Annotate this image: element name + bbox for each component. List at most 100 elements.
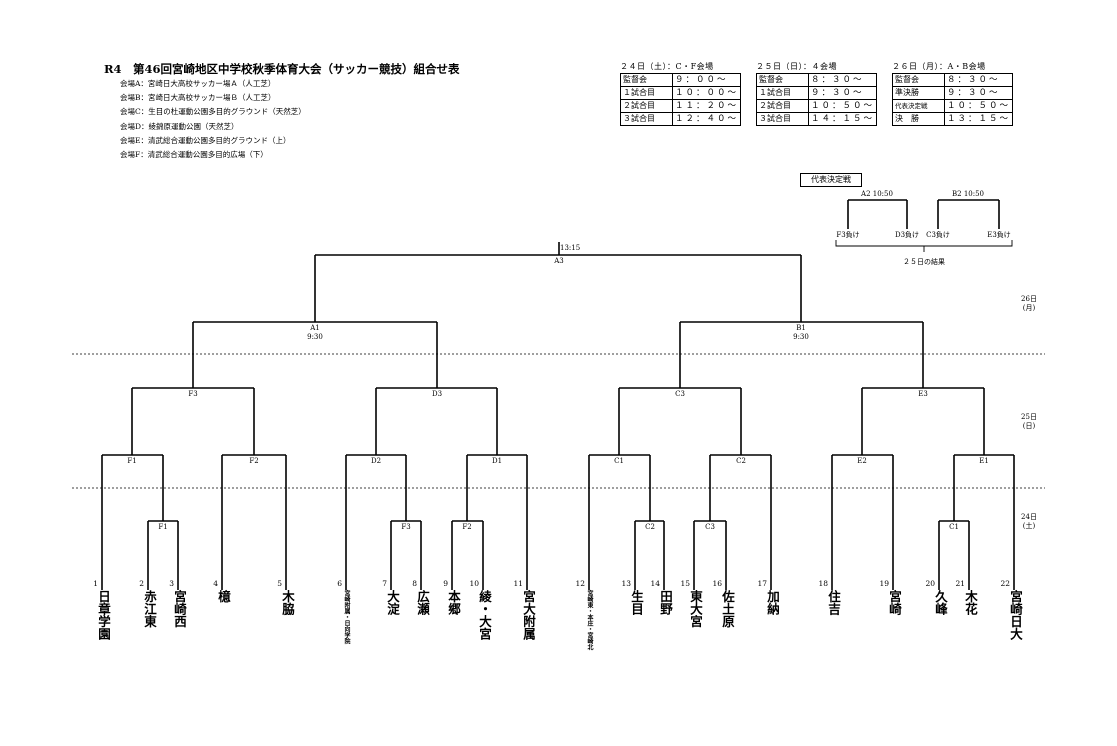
team-number: 11 — [513, 579, 523, 588]
round3-code: E3 — [918, 390, 928, 398]
venue-item: 会場B：宮崎日大高校サッカー場Ｂ（人工芝） — [120, 93, 276, 103]
team-name: 綾・大宮 — [477, 590, 492, 640]
round2-code: E2 — [857, 457, 867, 465]
round2-code: F2 — [249, 457, 258, 465]
playoff-match-a: A2 10:50 — [860, 190, 893, 198]
team-name: 宮崎東・本庄・宮崎北 — [586, 590, 593, 650]
playoff-slot: C3負け — [926, 230, 950, 239]
round2-code: C2 — [736, 457, 746, 465]
team-name: 日章学園 — [96, 590, 111, 640]
team-number: 4 — [213, 579, 218, 588]
team-number: 6 — [337, 579, 342, 588]
round1-code: F1 — [158, 523, 167, 531]
team-number: 20 — [925, 579, 935, 588]
day-separators — [72, 353, 1045, 489]
team-number: 8 — [412, 579, 417, 588]
team-name: 赤江東 — [142, 590, 157, 628]
round1-code: C2 — [645, 523, 655, 531]
day-label: 26日(月) — [1021, 295, 1037, 312]
playoff-match-b: B2 10:50 — [952, 190, 984, 198]
schedule-label: 決 勝 — [892, 112, 945, 126]
schedule-time: １３：１５～ — [943, 112, 1014, 126]
team-name: 加納 — [765, 590, 780, 615]
bracket-lines — [101, 199, 1015, 590]
team-name: 本郷 — [446, 590, 461, 615]
team-name: 佐土原 — [720, 590, 735, 628]
semi-time: 9:30 — [793, 333, 809, 341]
venue-list: 会場A：宮崎日大高校サッカー場Ａ（人工芝） 会場B：宮崎日大高校サッカー場Ｂ（人… — [120, 77, 306, 162]
final-code: A3 — [553, 257, 564, 265]
round2-code: D2 — [371, 457, 381, 465]
semi-code: A1 — [309, 324, 320, 332]
schedule-time: １４：１５～ — [807, 112, 878, 126]
team-number: 12 — [575, 579, 585, 588]
schedule-heading: ２５日（日）：４会場 — [756, 62, 837, 71]
playoff-title-box: 代表決定戦 — [800, 173, 862, 187]
team-number: 10 — [469, 579, 479, 588]
round1-code: C1 — [949, 523, 959, 531]
day-label: 24日(土) — [1021, 513, 1037, 530]
team-number: 13 — [621, 579, 631, 588]
team-number: 14 — [650, 579, 660, 588]
team-name: 大淀 — [385, 590, 400, 615]
playoff-note: ２５日の結果 — [903, 257, 945, 266]
schedule-heading: ２４日（土）：C・F会場 — [620, 62, 714, 71]
round1-code: F3 — [401, 523, 410, 531]
team-name: 宮崎 — [887, 590, 902, 615]
team-number: 19 — [879, 579, 889, 588]
team-name: 生目 — [629, 590, 644, 615]
team-number: 1 — [93, 579, 98, 588]
team-name: 宮大附属 — [521, 590, 536, 640]
team-number: 21 — [955, 579, 965, 588]
venue-item: 会場D：綾錦原運動公園（天然芝） — [120, 121, 239, 131]
round1-code: C3 — [705, 523, 715, 531]
team-number: 7 — [382, 579, 387, 588]
venue-item: 会場C：生目の杜運動公園多目的グラウンド（天然芝） — [120, 107, 306, 117]
team-number: 15 — [680, 579, 690, 588]
venue-item: 会場A：宮崎日大高校サッカー場Ａ（人工芝） — [120, 79, 276, 88]
playoff-brace — [835, 240, 1013, 252]
team-name: 木花 — [963, 590, 978, 615]
team-number: 18 — [818, 579, 828, 588]
team-number: 5 — [277, 579, 282, 588]
schedule-time: １２：４０～ — [671, 112, 742, 126]
round3-code: C3 — [675, 390, 685, 398]
team-name: 木脇 — [280, 590, 295, 615]
team-name: 宮崎西 — [172, 590, 187, 628]
round2-code: C1 — [614, 457, 624, 465]
team-number: 2 — [139, 579, 144, 588]
team-name: 広瀬 — [415, 590, 430, 615]
semi-time: 9:30 — [307, 333, 323, 341]
team-number: 17 — [757, 579, 767, 588]
round1-code: F2 — [462, 523, 471, 531]
team-name: 東大宮 — [688, 590, 703, 628]
round2-code: E1 — [979, 457, 989, 465]
playoff-slot: D3負け — [895, 230, 919, 239]
team-number: 22 — [1000, 579, 1010, 588]
final-time: 13:15 — [560, 244, 580, 252]
playoff-slot: E3負け — [987, 230, 1011, 239]
round2-code: F1 — [127, 457, 136, 465]
schedule-label: ３試合目 — [756, 112, 809, 126]
page-title: R4 第46回宮崎地区中学校秋季体育大会（サッカー競技）組合せ表 — [104, 62, 460, 76]
round3-code: F3 — [188, 390, 197, 398]
venue-item: 会場F：清武総合運動公園多目的広場（下） — [120, 150, 268, 160]
team-number: 16 — [712, 579, 722, 588]
playoff-slot: F3負け — [836, 230, 859, 239]
team-number: 9 — [443, 579, 448, 588]
round3-code: D3 — [432, 390, 442, 398]
schedule-heading: ２６日（月）：A・B会場 — [892, 62, 986, 71]
team-name: 宮崎日大 — [1008, 590, 1023, 640]
day-label: 25日(日) — [1021, 413, 1037, 430]
team-name: 住吉 — [826, 590, 841, 615]
team-name: 檍 — [216, 590, 231, 603]
round2-code: D1 — [492, 457, 502, 465]
team-name: 宮崎附属・日向学院 — [343, 590, 350, 644]
venue-item: 会場E：清武総合運動公園多目的グラウンド（上） — [120, 135, 291, 145]
